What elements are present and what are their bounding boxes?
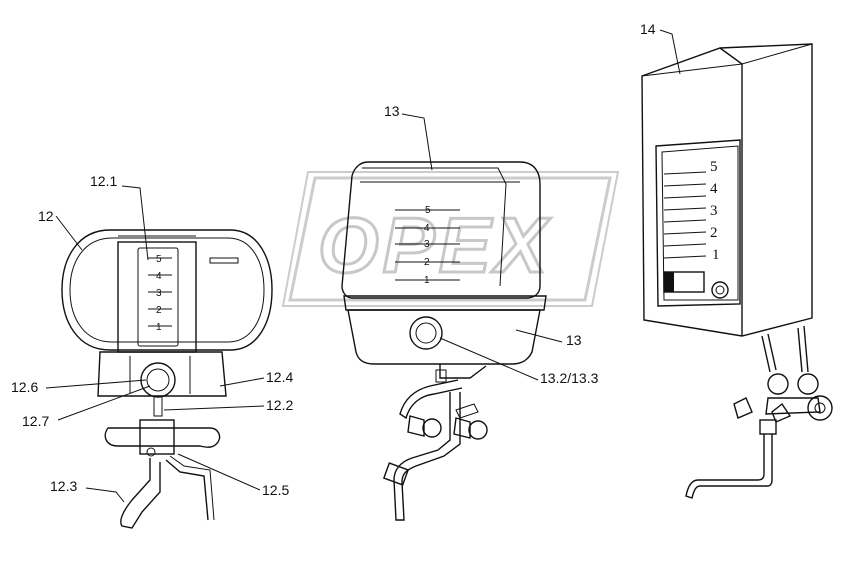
heater-13: 5 4 3 2 1 — [341, 161, 547, 521]
heater-12: 5 4 3 2 1 — [61, 229, 273, 529]
callout-12-1: 12.1 — [90, 173, 117, 189]
callout-12: 12 — [38, 208, 54, 224]
callout-13-top: 13 — [384, 103, 400, 119]
heater14-scale-1: 1 — [712, 247, 720, 263]
heater13-scale-4: 4 — [424, 223, 430, 234]
heater12-scale-5: 5 — [156, 254, 162, 265]
heater14-gauge: 5 4 3 2 1 — [663, 159, 720, 263]
heater14-scale-5: 5 — [710, 159, 718, 175]
heater14-scale-2: 2 — [710, 225, 718, 241]
callout-13-side: 13 — [566, 332, 582, 348]
heater13-scale-5: 5 — [425, 205, 431, 216]
heater13-scale-1: 1 — [424, 275, 430, 286]
callout-12-3: 12.3 — [50, 478, 77, 494]
callout-12-7: 12.7 — [22, 413, 49, 429]
watermark-text: OPEX — [318, 201, 551, 289]
heater12-scale-2: 2 — [156, 305, 162, 316]
callout-14: 14 — [640, 21, 656, 37]
callouts: 12 12.1 12.6 12.7 12.4 12.2 12.3 12.5 13… — [11, 21, 681, 503]
watermark: OPEX — [281, 171, 620, 307]
heater14-scale-3: 3 — [710, 203, 718, 219]
heater12-scale-4: 4 — [156, 271, 162, 282]
heater14-scale-4: 4 — [710, 181, 718, 197]
callout-12-5: 12.5 — [262, 482, 289, 498]
callout-12-6: 12.6 — [11, 379, 38, 395]
callout-12-4: 12.4 — [266, 369, 293, 385]
callout-12-2: 12.2 — [266, 397, 293, 413]
heater12-scale-1: 1 — [156, 322, 162, 333]
heater12-scale-3: 3 — [156, 288, 162, 299]
heater13-scale-2: 2 — [424, 257, 430, 268]
heater12-gauge: 5 4 3 2 1 — [148, 254, 172, 333]
heater-14: 5 4 3 2 1 — [641, 43, 833, 499]
heater13-scale-3: 3 — [424, 239, 430, 250]
callout-13-2-3: 13.2/13.3 — [540, 370, 599, 386]
heater13-gauge: 5 4 3 2 1 — [395, 205, 460, 286]
